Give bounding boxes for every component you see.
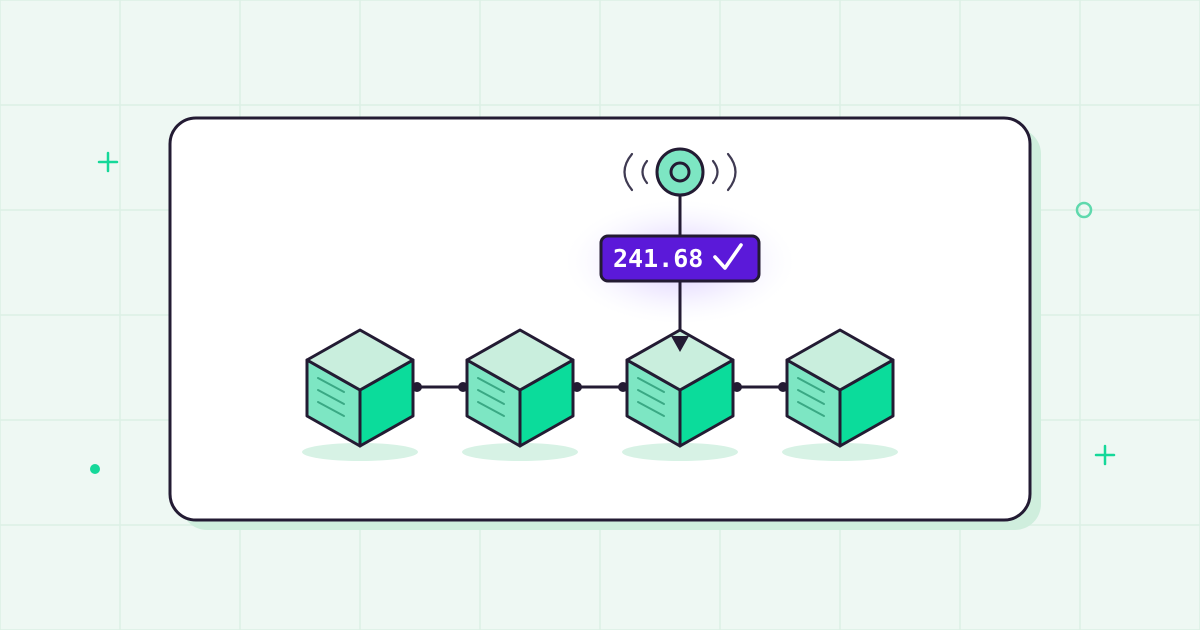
oracle-value: 241.68: [613, 244, 703, 273]
block-chain: [302, 328, 898, 461]
plus-icon: [1094, 444, 1116, 466]
cube-icon: [622, 328, 738, 461]
card: [168, 116, 1032, 522]
arrow-head: [671, 336, 689, 352]
checkmark-icon: [713, 243, 743, 270]
ring-icon: [1075, 201, 1093, 219]
broadcast-signal-icon: [623, 147, 737, 197]
cube-icon: [462, 328, 578, 461]
cube-icon: [302, 328, 418, 461]
plus-icon: [97, 151, 119, 173]
oracle-value-badge: 241.68: [599, 234, 761, 283]
cube-icon: [782, 328, 898, 461]
dot-icon: [90, 464, 100, 474]
